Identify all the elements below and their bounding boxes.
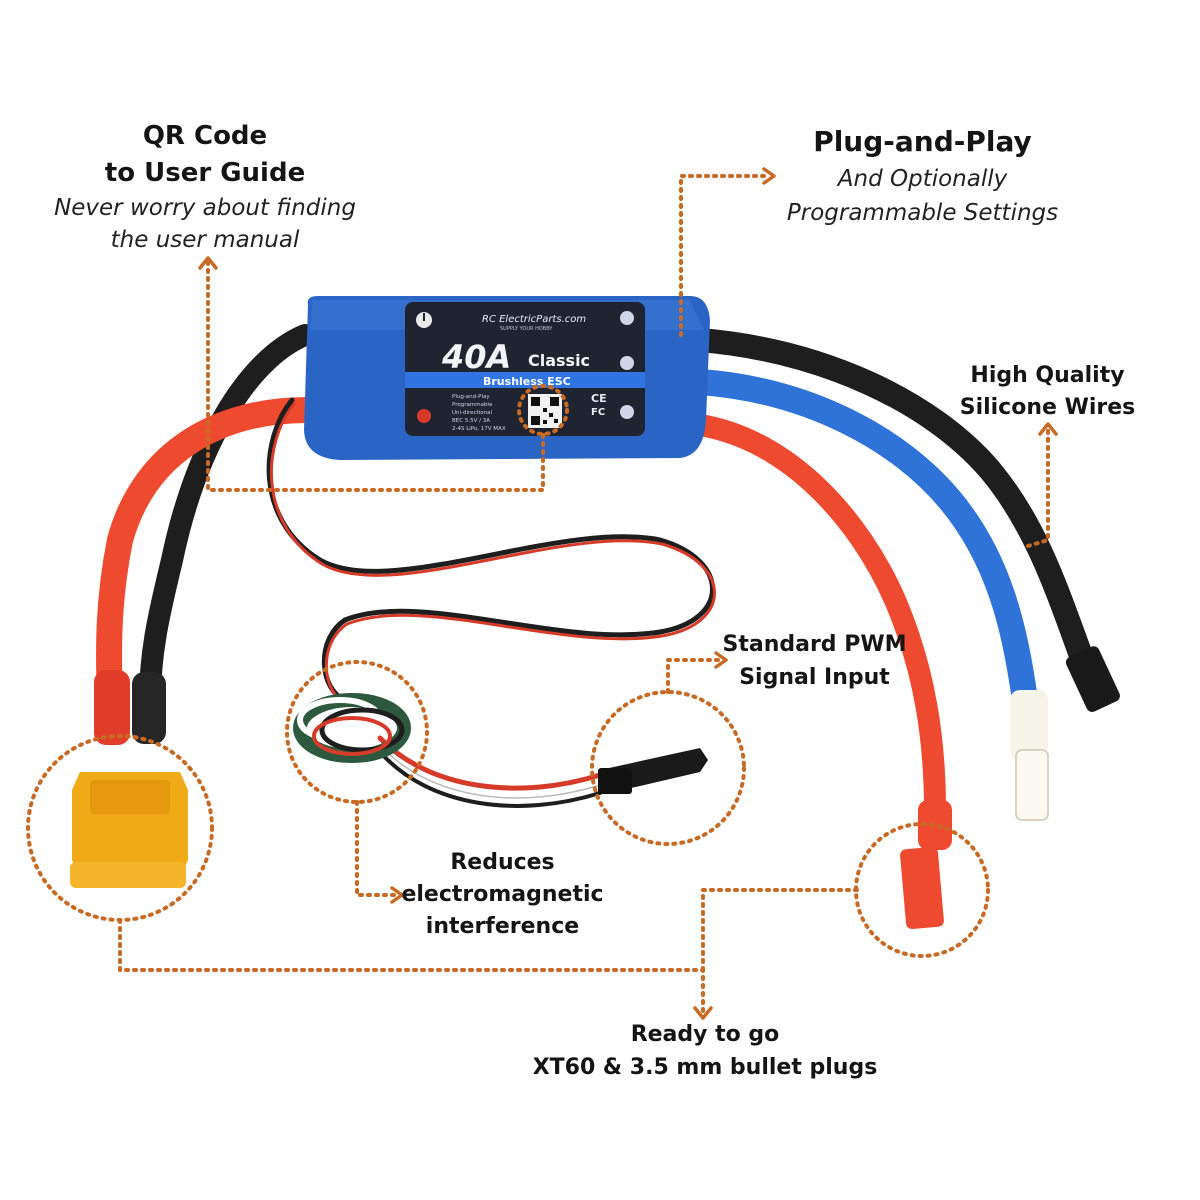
ready-leader-2 (701, 888, 859, 972)
xt60-connector (70, 772, 188, 888)
wires-line1: High Quality (970, 363, 1125, 388)
wires (96, 324, 1102, 821)
qr-subtitle-line2: the user manual (110, 227, 300, 253)
plug-and-play-callout: Plug-and-Play And Optionally Programmabl… (755, 122, 1090, 230)
qr-callout-circle (517, 384, 569, 436)
bullet-white (1010, 690, 1049, 821)
bullet-red (900, 800, 952, 930)
fc-mark: FC (591, 407, 605, 418)
pnp-subtitle-line2: Programmable Settings (786, 200, 1059, 226)
qr-code-icon (528, 394, 562, 428)
motor-red-wire (689, 414, 946, 821)
pwm-leader (666, 658, 724, 694)
emi-leader (355, 800, 400, 897)
motor-terminal-icon (620, 311, 634, 325)
ready-line2: XT60 & 3.5 mm bullet plugs (532, 1055, 878, 1080)
emi-line2: electromagnetic (401, 882, 604, 907)
motor-terminal-icon (620, 405, 634, 419)
qr-title-line1: QR Code (142, 121, 268, 151)
esc-spec: Plug-and-Play (452, 394, 490, 400)
esc-type: Brushless ESC (483, 375, 571, 388)
esc-brand: RC ElectricParts.com (482, 314, 586, 325)
esc-tagline: SUPPLY YOUR HOBBY (500, 326, 553, 332)
pwm-signal-callout: Standard PWM Signal Input (712, 628, 917, 694)
wires-line2: Silicone Wires (959, 395, 1136, 420)
connectors (70, 646, 1120, 930)
callout-markers (26, 174, 1050, 1018)
ce-mark: CE (591, 392, 607, 405)
motor-blue-wire (687, 369, 1038, 713)
pnp-subtitle-line1: And Optionally (837, 166, 1008, 192)
wires-leader (1026, 426, 1050, 548)
qr-code-callout: QR Code to User Guide Never worry about … (40, 118, 370, 256)
pwm-line1: Standard PWM (722, 632, 907, 657)
esc-spec: BEC 5.5V / 3A (452, 418, 490, 424)
esc-body: RC ElectricParts.com SUPPLY YOUR HOBBY 4… (304, 296, 710, 460)
esc-variant: Classic (528, 351, 590, 370)
ferrite-ring (293, 693, 411, 763)
pwm-line2: Signal Input (739, 665, 890, 690)
ready-leader (118, 918, 705, 1018)
ferrite-callout-circle (285, 660, 429, 804)
qr-title-line2: to User Guide (104, 158, 306, 188)
connectors-callout: Ready to go XT60 & 3.5 mm bullet plugs (525, 1018, 885, 1084)
servo-connector (598, 748, 708, 794)
servo-callout-circle (590, 690, 746, 846)
battery-black-wire (139, 324, 316, 711)
qr-subtitle-line1: Never worry about finding (54, 195, 356, 221)
qr-leader (206, 260, 545, 492)
arrowheads (198, 167, 1058, 1020)
esc-model: 40A (441, 338, 511, 376)
ready-line1: Ready to go (630, 1022, 780, 1047)
battery-red-wire (96, 397, 321, 713)
emi-line1: Reduces (450, 850, 555, 875)
esc-spec: 2-4S LiPo, 17V MAX (452, 426, 506, 432)
pnp-title: Plug-and-Play (813, 125, 1032, 158)
esc-spec: Programmable (452, 402, 493, 408)
motor-terminal-icon (620, 356, 634, 370)
motor-black-wire (688, 328, 1102, 692)
silicone-wires-callout: High Quality Silicone Wires (935, 360, 1160, 424)
bullet-black (1065, 646, 1120, 712)
emi-callout: Reduces electromagnetic interference (395, 847, 610, 943)
esc-label-panel (405, 302, 645, 436)
pnp-leader (679, 174, 772, 337)
esc-spec: Uni-directional (452, 410, 492, 416)
emi-line3: interference (425, 914, 580, 939)
